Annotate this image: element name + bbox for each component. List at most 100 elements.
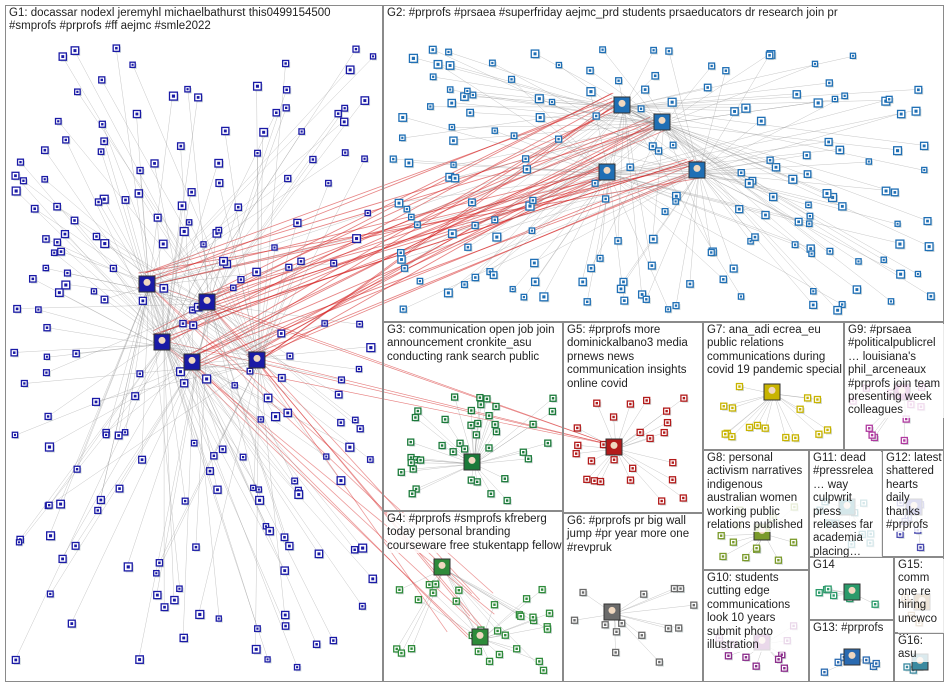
node-center: [784, 436, 787, 439]
graph-edge: [539, 116, 610, 175]
node-center: [595, 401, 598, 405]
node-center: [601, 48, 604, 51]
node-center: [287, 544, 291, 548]
node-center: [102, 197, 106, 201]
graph-edge: [61, 55, 210, 305]
graph-edge: [473, 424, 534, 465]
node-center: [392, 157, 395, 161]
node-center: [574, 452, 578, 455]
node-center: [585, 300, 589, 304]
cross-group-edge: [153, 97, 620, 351]
node-center: [489, 492, 493, 495]
node-center: [353, 548, 356, 552]
node-center: [747, 181, 751, 185]
graph-edge: [408, 162, 610, 175]
graph-edge: [630, 166, 700, 173]
graph-edge: [528, 123, 665, 206]
graph-edge: [103, 140, 165, 345]
graph-edge: [48, 363, 195, 447]
node-center: [808, 214, 812, 218]
node-center: [354, 47, 358, 51]
node-center: [264, 525, 267, 528]
node-center: [777, 658, 780, 661]
node-center: [400, 471, 403, 474]
node-center: [327, 182, 330, 185]
graph-edge: [258, 183, 329, 363]
graph-edge: [698, 171, 842, 207]
graph-edge: [452, 123, 665, 141]
node-center: [178, 587, 181, 590]
node-center: [512, 134, 516, 137]
graph-edge: [731, 393, 775, 437]
node-center: [682, 396, 686, 400]
graph-edge: [50, 363, 195, 595]
cross-group-edge: [188, 177, 606, 358]
node-center: [409, 456, 413, 459]
node-center: [706, 86, 709, 89]
graph-edge: [148, 263, 334, 287]
node-center: [448, 64, 452, 67]
node-center: [158, 561, 161, 565]
node-center: [585, 478, 589, 481]
node-center: [61, 557, 65, 561]
node-center: [927, 245, 931, 249]
node-center: [99, 150, 103, 153]
node-center: [138, 169, 142, 172]
graph-edge: [449, 64, 665, 125]
node-center: [546, 628, 549, 631]
node-center: [75, 468, 79, 471]
graph-edge: [474, 106, 625, 278]
profile-face: [158, 336, 166, 344]
graph-edge: [193, 363, 251, 372]
graph-edge: [148, 68, 350, 287]
node-center: [403, 267, 406, 270]
node-center: [414, 416, 417, 419]
graph-edge: [443, 568, 482, 631]
graph-edge: [163, 343, 373, 579]
graph-edge: [663, 123, 892, 302]
cross-group-edge: [153, 121, 651, 337]
group-label-g1: G1: docassar nodexl jeremyhl michaelbath…: [9, 7, 381, 34]
node-center: [361, 546, 365, 550]
node-center: [615, 630, 618, 633]
node-center: [471, 93, 475, 97]
cross-group-edge: [204, 299, 613, 446]
node-center: [538, 660, 541, 663]
cross-group-edge: [144, 281, 613, 446]
node-center: [495, 430, 498, 433]
profile-face: [610, 441, 618, 449]
node-center: [458, 442, 462, 445]
node-center: [473, 224, 477, 227]
node-center: [478, 396, 482, 399]
node-center: [797, 220, 800, 224]
node-center: [899, 112, 903, 116]
node-center: [857, 260, 860, 263]
group-panel-g9: G9: #prsaea #politicalpublicrel… louisia…: [844, 322, 945, 450]
cross-group-edge: [189, 359, 468, 638]
node-center: [262, 130, 266, 134]
node-center: [519, 615, 522, 618]
node-center: [469, 424, 473, 427]
node-center: [13, 433, 17, 436]
node-center: [893, 191, 897, 194]
node-center: [266, 396, 270, 400]
node-center: [816, 101, 820, 105]
node-center: [905, 665, 909, 669]
profile-face: [608, 606, 616, 614]
node-center: [283, 569, 287, 573]
node-center: [663, 431, 666, 434]
graph-edge: [698, 171, 752, 242]
graph-edge: [16, 303, 210, 309]
node-center: [398, 588, 401, 592]
node-center: [436, 62, 440, 66]
node-center: [462, 95, 466, 99]
node-center: [236, 205, 240, 209]
node-center: [884, 189, 888, 193]
node-center: [639, 107, 643, 110]
graph-edge: [652, 123, 665, 239]
node-center: [288, 354, 292, 358]
node-center: [851, 54, 854, 57]
group-label-g5: G5: #prprofs more dominickalbano3 media …: [567, 324, 701, 392]
node-center: [841, 303, 844, 306]
graph-edge: [698, 171, 809, 206]
